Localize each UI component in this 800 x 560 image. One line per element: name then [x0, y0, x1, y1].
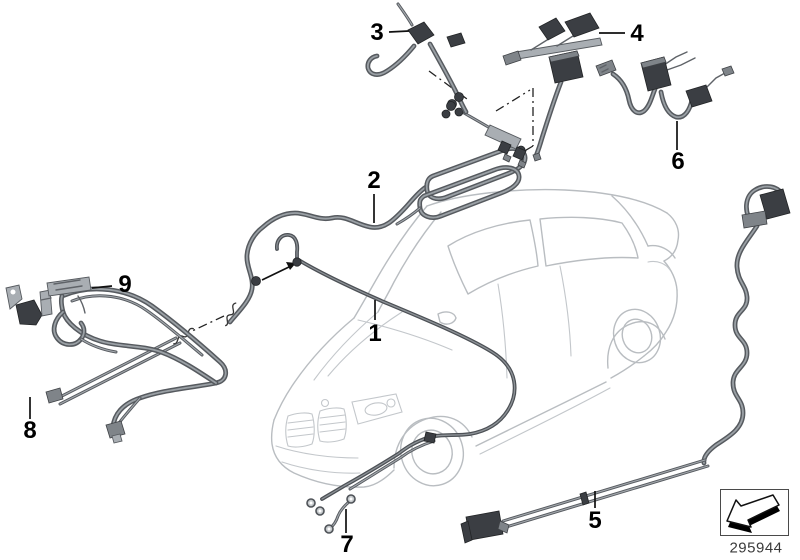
direction-arrow-box: [720, 489, 789, 536]
callout-leaders: [29, 30, 678, 533]
car-outline: [270, 188, 680, 488]
cable-clip-9: [46, 276, 92, 314]
direction-arrow-icon: [726, 494, 780, 533]
wire-7-ground-strap: [324, 494, 356, 534]
callout-2[interactable]: 2: [367, 167, 381, 194]
callout-4[interactable]: 4: [630, 20, 644, 47]
callout-1[interactable]: 1: [368, 320, 382, 347]
callout-7[interactable]: 7: [340, 531, 354, 558]
callout-8[interactable]: 8: [23, 417, 37, 444]
diagram-number: 295944: [729, 539, 783, 557]
component-4-module: [502, 12, 603, 162]
component-6-harness: [595, 51, 735, 117]
locator-lines: [173, 70, 534, 345]
wire-1-positive-cable: [274, 233, 517, 516]
callout-9[interactable]: 9: [118, 271, 132, 298]
callout-6[interactable]: 6: [671, 148, 685, 175]
harness-battery-cable-cluster: [5, 284, 226, 444]
callout-5[interactable]: 5: [588, 507, 602, 534]
harness-2-engine-cable: [230, 99, 525, 323]
harness-5-rear-cable: [460, 187, 791, 544]
harness-3: [368, 2, 527, 169]
callout-3[interactable]: 3: [370, 19, 384, 46]
